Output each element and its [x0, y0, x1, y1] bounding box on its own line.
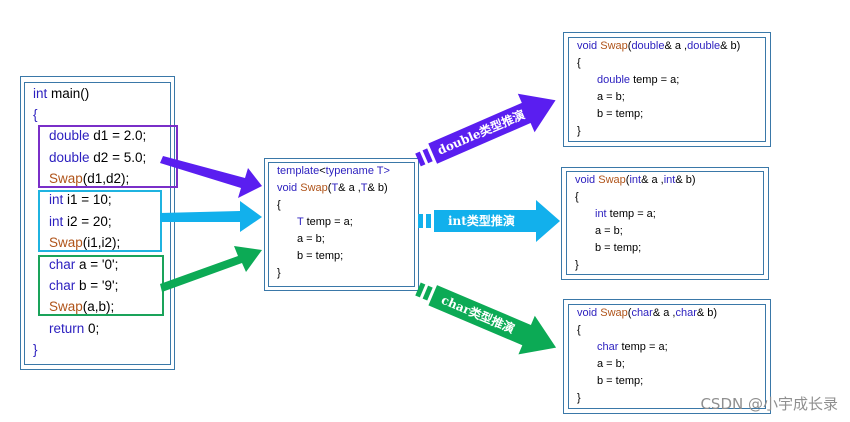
double-swap-box: void Swap(double& a ,double& b) { double… [568, 37, 766, 142]
main-line-7: int i2 = 20; [49, 214, 112, 229]
double-line-2: { [577, 57, 581, 69]
int-line-4: a = b; [595, 225, 623, 237]
double-line-5: b = temp; [597, 108, 644, 120]
char-swap-box-outer [563, 299, 771, 414]
int-line-1: void Swap(int& a ,int& b) [575, 174, 696, 186]
main-line-3: double d1 = 2.0; [49, 128, 147, 143]
char-line-4: a = b; [597, 358, 625, 370]
main-line-10: char b = '9'; [49, 278, 119, 293]
int-swap-box: void Swap(int& a ,int& b) { int temp = a… [566, 171, 764, 275]
main-function-box: int main() { double d1 = 2.0; double d2 … [24, 82, 171, 365]
char-line-2: { [577, 324, 581, 336]
main-line-13: } [33, 342, 38, 357]
char-line-5: b = temp; [597, 375, 644, 387]
template-line-6: b = temp; [297, 250, 344, 262]
double-call-arrow [160, 156, 262, 198]
double-line-3: double temp = a; [597, 74, 680, 86]
template-line-4: T temp = a; [297, 216, 353, 228]
int-call-arrow [160, 201, 262, 232]
main-line-6: int i1 = 10; [49, 192, 112, 207]
int-line-2: { [575, 191, 579, 203]
double-deduce-label: double类型推演 [435, 107, 527, 158]
main-line-12: return 0; [49, 321, 100, 336]
double-line-1: void Swap(double& a ,double& b) [577, 40, 741, 52]
main-line-9: char a = '0'; [49, 257, 119, 272]
int-deduce-label: int类型推演 [448, 213, 515, 228]
main-line-8: Swap(i1,i2); [49, 235, 121, 250]
template-line-7: } [277, 267, 281, 279]
char-swap-box: void Swap(char& a ,char& b) { char temp … [568, 304, 766, 409]
double-line-6: } [577, 125, 581, 137]
char-line-1: void Swap(char& a ,char& b) [577, 307, 718, 319]
int-line-6: } [575, 259, 579, 271]
int-line-3: int temp = a; [595, 208, 656, 220]
template-line-2: void Swap(T& a ,T& b) [277, 182, 388, 194]
char-deduce-arrow: char类型推演 [415, 282, 557, 355]
template-box: template<typename T> void Swap(T& a ,T& … [268, 162, 415, 287]
template-line-5: a = b; [297, 233, 325, 245]
main-line-5: Swap(d1,d2); [49, 171, 130, 186]
char-line-3: char temp = a; [597, 341, 668, 353]
main-line-2: { [33, 107, 38, 122]
main-line-4: double d2 = 5.0; [49, 150, 147, 165]
main-line-11: Swap(a,b); [49, 299, 115, 314]
double-deduce-arrow: double类型推演 [415, 93, 556, 167]
watermark: CSDN @小宇成长录 [700, 395, 838, 413]
main-function-box-outer [20, 76, 175, 370]
double-swap-box-outer [563, 32, 771, 147]
int-deduce-arrow: int类型推演 [418, 200, 560, 242]
template-line-3: { [277, 199, 281, 211]
int-line-5: b = temp; [595, 242, 642, 254]
template-line-1: template<typename T> [277, 165, 390, 177]
main-line-1: int main() [33, 86, 90, 101]
double-call-group [38, 125, 178, 188]
int-swap-box-outer [561, 167, 769, 280]
double-line-4: a = b; [597, 91, 625, 103]
char-call-arrow [160, 246, 262, 292]
char-line-6: } [577, 392, 581, 404]
